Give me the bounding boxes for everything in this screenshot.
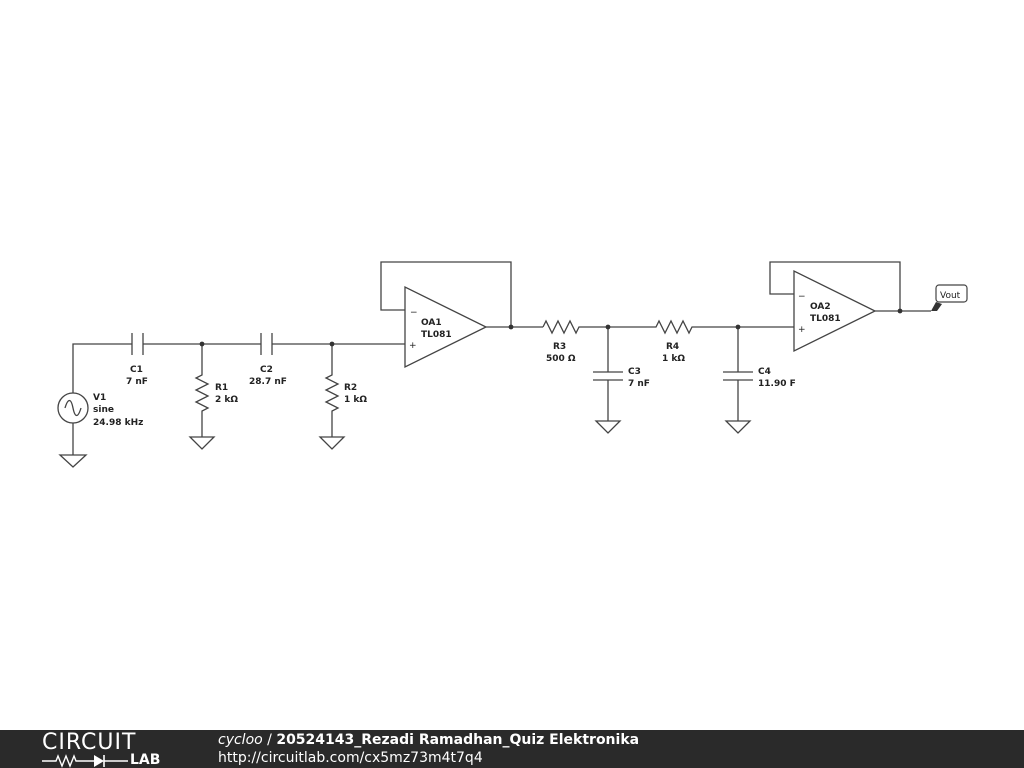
resistor-r2[interactable]: R2 1 kΩ bbox=[318, 344, 367, 450]
oa2-plus: + bbox=[798, 325, 806, 335]
oa2-ref: OA2 bbox=[810, 302, 831, 312]
r2-value: 1 kΩ bbox=[344, 395, 367, 405]
c4-value: 11.90 F bbox=[758, 379, 796, 389]
capacitor-c1[interactable]: C1 7 nF bbox=[126, 333, 202, 387]
resistor-r1[interactable]: R1 2 kΩ bbox=[188, 344, 238, 450]
circuit-url[interactable]: http://circuitlab.com/cx5mz73m4t7q4 bbox=[218, 750, 483, 766]
logo-top-text: CIRCUIT bbox=[42, 730, 137, 755]
c2-value: 28.7 nF bbox=[249, 377, 287, 387]
c3-ref: C3 bbox=[628, 367, 641, 377]
r1-value: 2 kΩ bbox=[215, 395, 238, 405]
title-separator: / bbox=[262, 732, 277, 748]
r4-ref: R4 bbox=[666, 342, 679, 352]
footer-bar: CIRCUIT LAB cycloo / 20524143_Rezadi Ram… bbox=[0, 730, 1024, 768]
logo-circuit-icon bbox=[42, 754, 128, 768]
oa1-plus: + bbox=[409, 341, 417, 351]
capacitor-c2[interactable]: C2 28.7 nF bbox=[202, 333, 332, 387]
oa1-minus: − bbox=[410, 308, 418, 318]
capacitor-c4[interactable]: C4 11.90 F bbox=[723, 327, 796, 434]
c1-ref: C1 bbox=[130, 365, 143, 375]
junction-dot bbox=[329, 341, 335, 347]
c1-value: 7 nF bbox=[126, 377, 148, 387]
resistor-r4[interactable]: R4 1 kΩ bbox=[608, 319, 738, 364]
v1-ref: V1 bbox=[93, 393, 106, 403]
r2-ref: R2 bbox=[344, 383, 357, 393]
oa1-model: TL081 bbox=[421, 330, 452, 340]
opamp-oa2[interactable]: − + OA2 TL081 bbox=[738, 261, 931, 353]
vout-label[interactable]: Vout bbox=[931, 284, 968, 311]
oa2-model: TL081 bbox=[810, 314, 841, 324]
oa2-minus: − bbox=[798, 292, 806, 302]
c3-value: 7 nF bbox=[628, 379, 650, 389]
r1-ref: R1 bbox=[215, 383, 228, 393]
opamp-oa1[interactable]: − + OA1 TL081 bbox=[332, 261, 543, 369]
junction-dot bbox=[897, 308, 903, 314]
author-link[interactable]: cycloo bbox=[218, 732, 263, 748]
circuitlab-logo[interactable]: CIRCUIT LAB bbox=[42, 732, 177, 768]
vout-text: Vout bbox=[940, 291, 961, 301]
logo-bottom-text: LAB bbox=[130, 752, 161, 768]
oa1-ref: OA1 bbox=[421, 318, 442, 328]
capacitor-c3[interactable]: C3 7 nF bbox=[593, 327, 650, 434]
r3-value: 500 Ω bbox=[546, 354, 576, 364]
r3-ref: R3 bbox=[553, 342, 566, 352]
r4-value: 1 kΩ bbox=[662, 354, 685, 364]
source-v1[interactable]: V1 sine 24.98 kHz bbox=[57, 343, 143, 468]
junction-dot bbox=[508, 324, 514, 330]
resistor-r3[interactable]: R3 500 Ω bbox=[542, 319, 608, 364]
v1-value: 24.98 kHz bbox=[93, 418, 143, 428]
footer-title: cycloo / 20524143_Rezadi Ramadhan_Quiz E… bbox=[218, 732, 639, 748]
c4-ref: C4 bbox=[758, 367, 771, 377]
c2-ref: C2 bbox=[260, 365, 273, 375]
junction-dot bbox=[199, 341, 205, 347]
circuit-title[interactable]: 20524143_Rezadi Ramadhan_Quiz Elektronik… bbox=[276, 732, 640, 748]
circuit-schematic: V1 sine 24.98 kHz C1 7 nF R1 2 kΩ C2 28.… bbox=[57, 261, 968, 468]
junction-dot bbox=[605, 324, 611, 330]
v1-type: sine bbox=[93, 405, 114, 415]
junction-dot bbox=[735, 324, 741, 330]
